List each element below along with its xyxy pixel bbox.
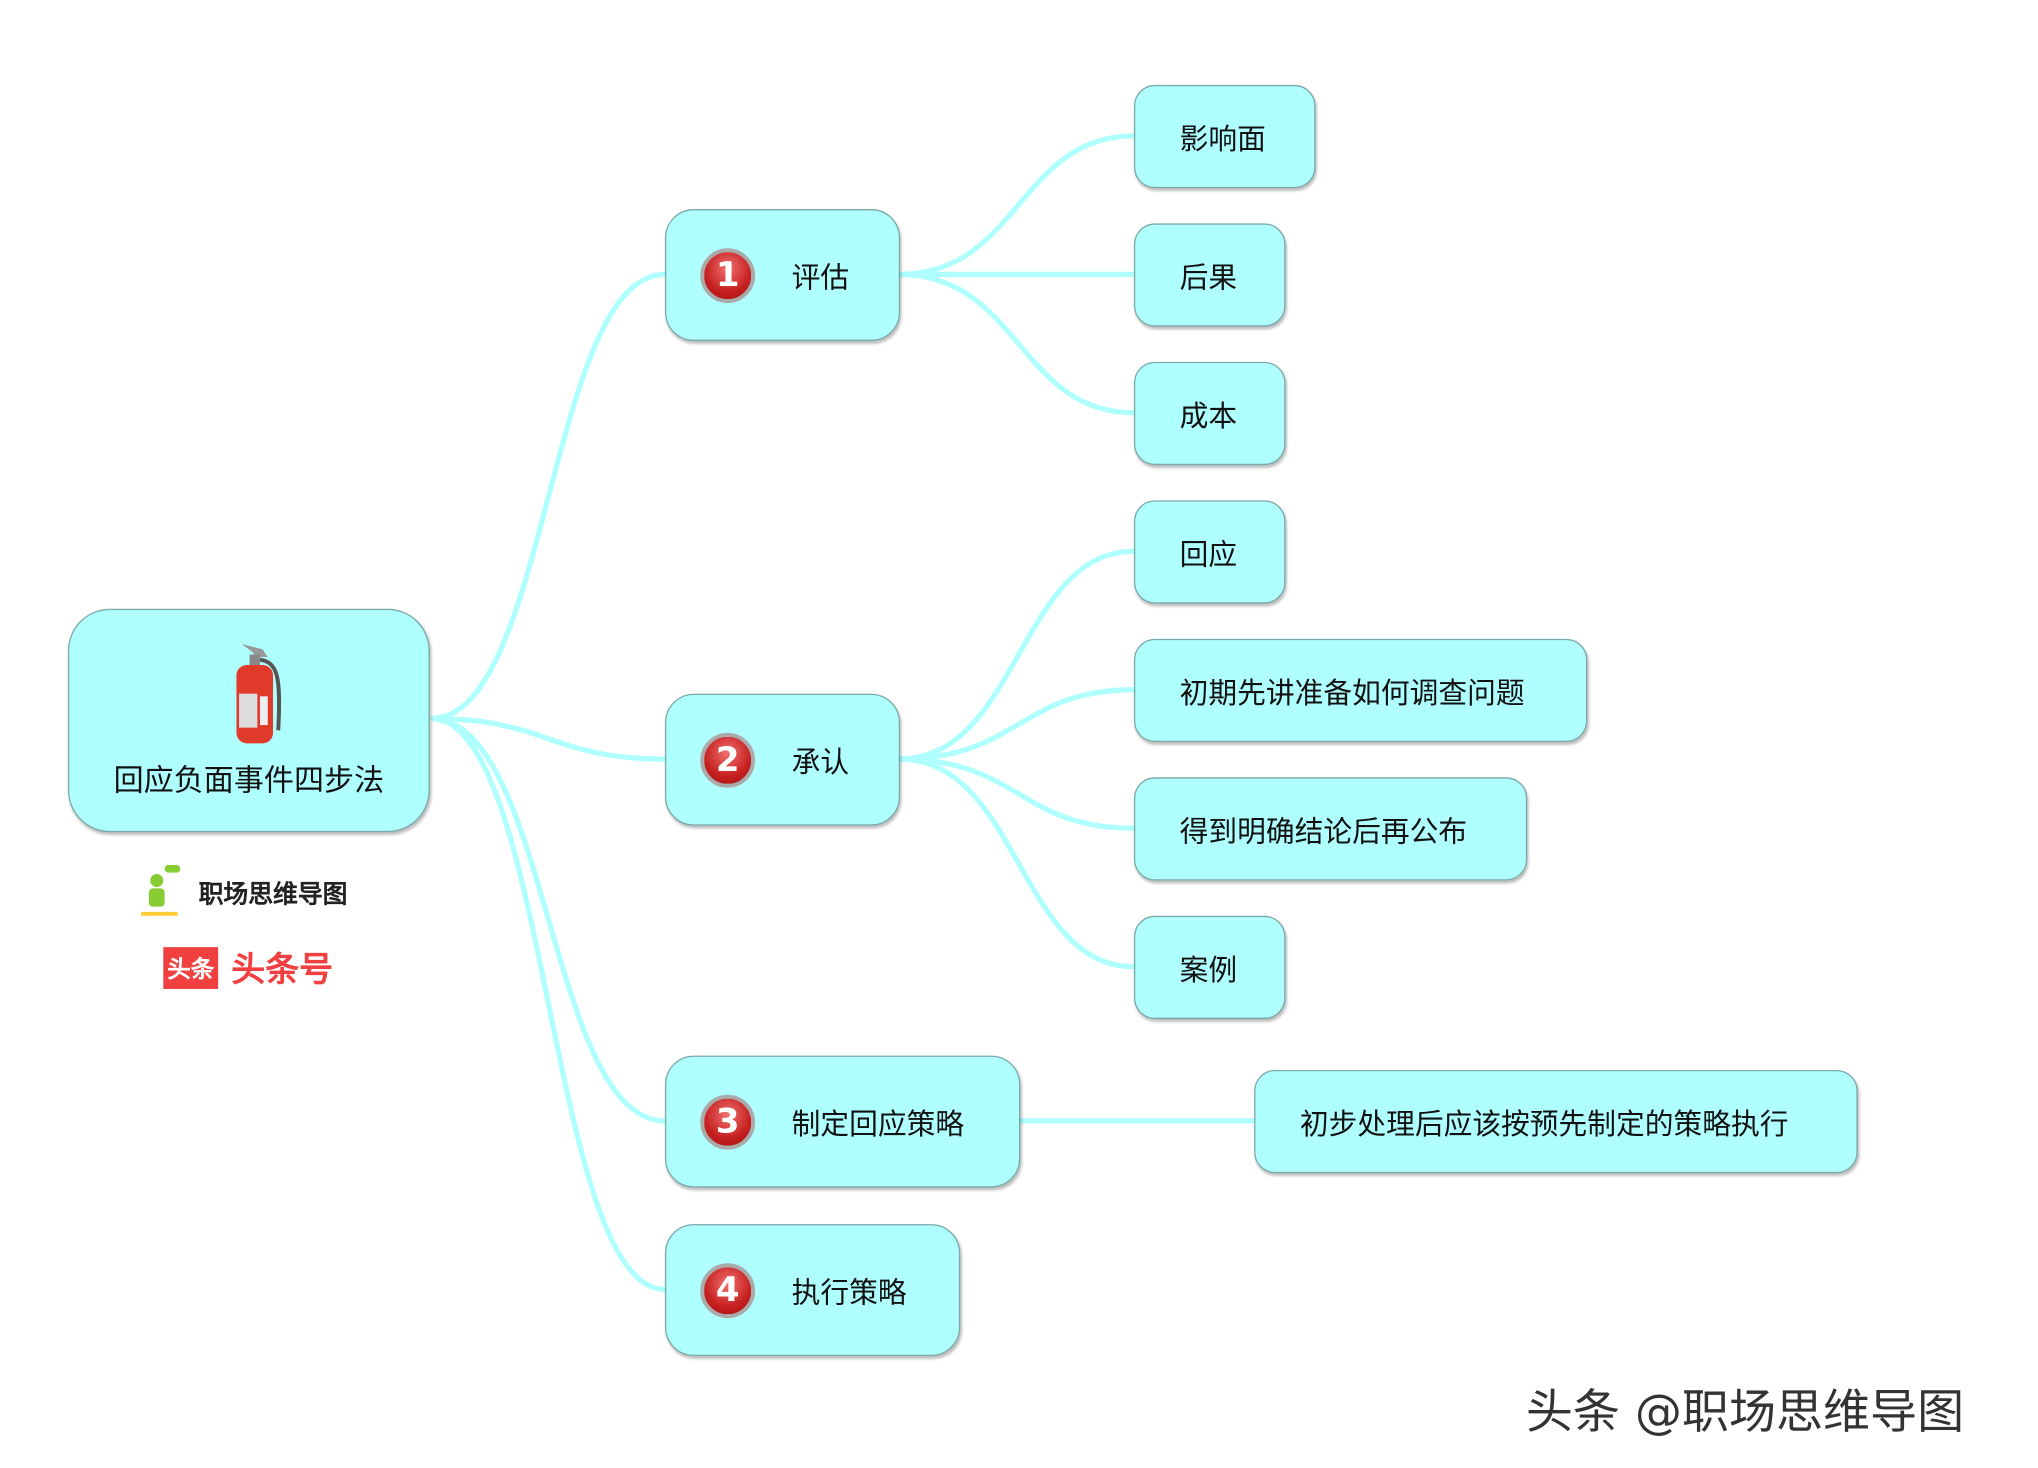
leaf-node[interactable]: 影响面 [1133, 84, 1316, 189]
link-root-step3 [431, 715, 665, 1124]
leaf-node[interactable]: 成本 [1133, 361, 1286, 466]
brand-toutiao: 头条 头条号 [163, 943, 333, 991]
leaf-node[interactable]: 后果 [1133, 223, 1286, 327]
link-root-step4 [431, 715, 666, 1293]
number-badge-icon: 4 [700, 1262, 756, 1318]
number-badge-icon: 3 [700, 1094, 756, 1149]
link-step2-leaf [898, 756, 1134, 831]
watermark: 头条 @职场思维导图 [1525, 1386, 1965, 1440]
link-step2-leaf [898, 756, 1134, 970]
brand-name: 职场思维导图 [198, 879, 348, 909]
step-label: 承认 [791, 746, 850, 780]
root-node[interactable]: 回应负面事件四步法 [67, 608, 430, 833]
step-label: 制定回应策略 [791, 1108, 965, 1142]
link-step1-leaf [898, 271, 1134, 416]
link-step2-leaf [898, 548, 1134, 762]
leaf-node[interactable]: 得到明确结论后再公布 [1133, 777, 1528, 881]
leaf-node[interactable]: 案例 [1133, 915, 1286, 1019]
step-label: 评估 [791, 261, 850, 295]
link-step1-leaf [898, 133, 1134, 277]
number-badge-icon: 2 [700, 732, 756, 788]
step-label: 执行策略 [791, 1277, 907, 1310]
link-step2-leaf [898, 687, 1134, 762]
toutiao-logo: 头条 [163, 946, 219, 989]
link-root-step2 [431, 715, 665, 762]
leaf-node[interactable]: 回应 [1133, 500, 1286, 604]
step-node-1[interactable]: 1 评估 [664, 209, 901, 341]
step-node-3[interactable]: 3 制定回应策略 [664, 1055, 1021, 1188]
fire-extinguisher-icon [236, 644, 282, 744]
leaf-node[interactable]: 初期先讲准备如何调查问题 [1133, 638, 1588, 743]
person-logo-icon [141, 864, 181, 916]
leaf-node[interactable]: 初步处理后应该按预先制定的策略执行 [1254, 1069, 1858, 1174]
link-root-step1 [431, 271, 665, 722]
platform-name: 头条号 [231, 951, 334, 991]
brand-mindmap: 职场思维导图 [136, 864, 348, 920]
step-node-2[interactable]: 2 承认 [664, 693, 901, 826]
number-badge-icon: 1 [700, 247, 756, 303]
step-node-4[interactable]: 4 执行策略 [664, 1224, 961, 1357]
root-title: 回应负面事件四步法 [113, 764, 385, 799]
